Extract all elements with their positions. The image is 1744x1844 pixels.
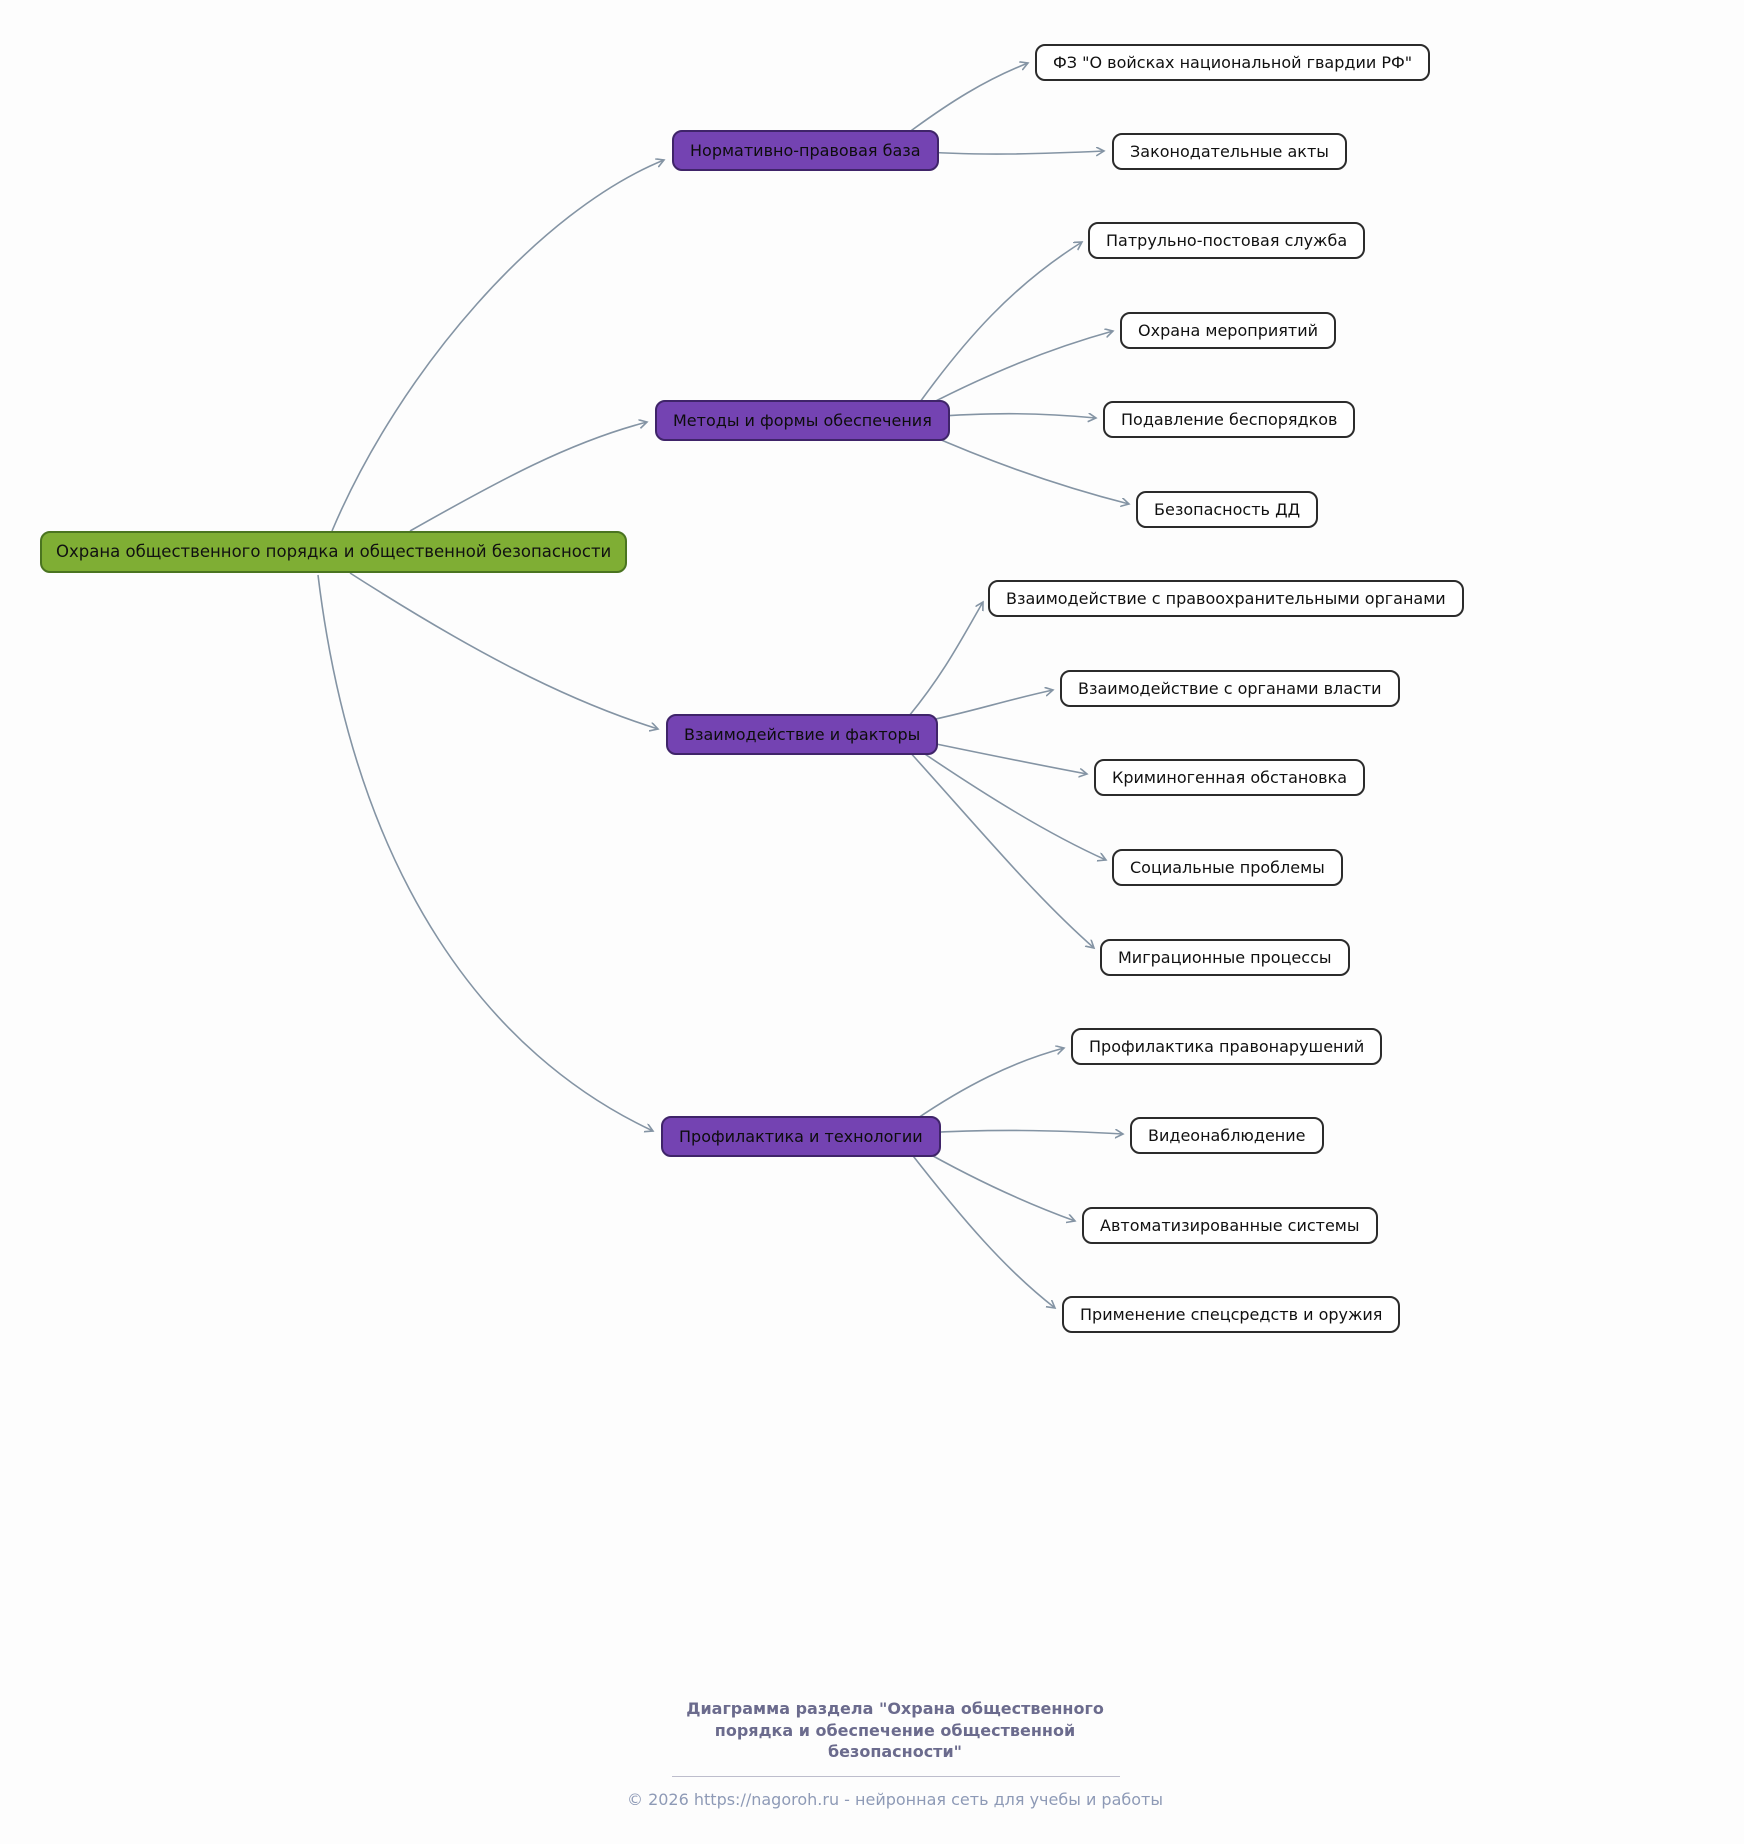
branch-interaction-and-factors: Взаимодействие и факторы bbox=[666, 714, 939, 755]
branch-normative-legal-base: Нормативно-правовая база bbox=[672, 130, 939, 171]
edge-b4-l3 bbox=[916, 1146, 1075, 1221]
leaf-patrol-post-service: Патрульно-постовая служба bbox=[1088, 222, 1366, 259]
edge-root-branch-4 bbox=[317, 574, 653, 1131]
edge-root-branch-1 bbox=[331, 160, 664, 532]
edge-b1-l1 bbox=[907, 63, 1028, 134]
leaf-offense-prevention: Профилактика правонарушений bbox=[1071, 1028, 1383, 1065]
root-node-public-order-protection: Охрана общественного порядка и обществен… bbox=[40, 531, 628, 573]
diagram-caption: Диаграмма раздела "Охрана общественного … bbox=[686, 1699, 1104, 1762]
edge-b1-l2 bbox=[912, 151, 1104, 154]
edge-b4-l1 bbox=[914, 1048, 1064, 1121]
edge-b4-l2 bbox=[922, 1130, 1123, 1134]
leaf-federal-law-national-guard: ФЗ "О войсках национальной гвардии РФ" bbox=[1035, 44, 1431, 81]
leaf-social-problems: Социальные проблемы bbox=[1112, 849, 1343, 886]
branch-methods-and-forms: Методы и формы обеспечения bbox=[655, 400, 950, 441]
edge-root-branch-2 bbox=[409, 422, 647, 532]
leaf-crime-situation: Криминогенная обстановка bbox=[1094, 759, 1366, 796]
leaf-road-traffic-safety: Безопасность ДД bbox=[1136, 491, 1319, 528]
copyright-text: © 2026 https://nagoroh.ru - нейронная се… bbox=[626, 1790, 1163, 1809]
edge-b3-l5 bbox=[907, 749, 1094, 948]
leaf-interaction-authorities: Взаимодействие с органами власти bbox=[1060, 670, 1400, 707]
edge-b2-l1 bbox=[919, 242, 1082, 403]
edge-b3-l4 bbox=[912, 745, 1106, 860]
edge-b3-l1 bbox=[908, 602, 983, 717]
leaf-migration-processes: Миграционные процессы bbox=[1100, 939, 1350, 976]
edge-b2-l2 bbox=[923, 331, 1113, 408]
leaf-automated-systems: Автоматизированные системы bbox=[1082, 1207, 1378, 1244]
edge-root-branch-3 bbox=[349, 572, 658, 729]
leaf-legislative-acts: Законодательные акты bbox=[1112, 133, 1347, 170]
leaf-riot-suppression: Подавление беспорядков bbox=[1103, 401, 1356, 438]
edge-b2-l4 bbox=[922, 431, 1129, 504]
leaf-interaction-law-enforcement: Взаимодействие с правоохранительными орг… bbox=[988, 580, 1464, 617]
leaf-event-security: Охрана мероприятий bbox=[1120, 312, 1336, 349]
edge-b3-l2 bbox=[916, 690, 1053, 724]
branch-prevention-and-technologies: Профилактика и технологии bbox=[661, 1116, 941, 1157]
edge-b2-l3 bbox=[927, 414, 1096, 418]
leaf-special-means-weapons: Применение спецсредств и оружия bbox=[1062, 1296, 1401, 1333]
edge-b4-l4 bbox=[909, 1151, 1055, 1308]
footer-divider bbox=[672, 1776, 1120, 1777]
edge-b3-l3 bbox=[916, 739, 1087, 774]
leaf-video-surveillance: Видеонаблюдение bbox=[1130, 1117, 1324, 1154]
